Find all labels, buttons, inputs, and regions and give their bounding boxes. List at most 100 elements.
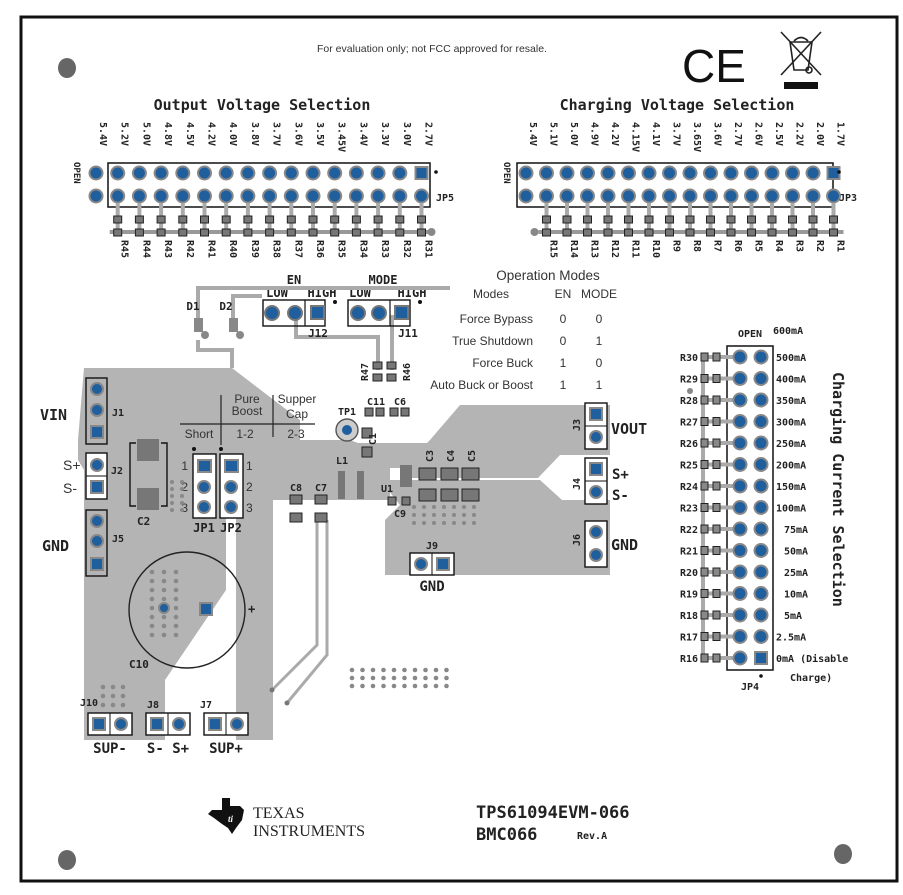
header-pin[interactable] (131, 165, 147, 181)
header-pin[interactable] (600, 165, 616, 181)
j9-pin[interactable] (436, 557, 450, 571)
header-pin[interactable] (703, 165, 718, 181)
j1-pin[interactable] (90, 403, 104, 417)
j3-pin[interactable] (589, 430, 603, 444)
header-pin[interactable] (641, 165, 657, 181)
j7-pin[interactable] (230, 717, 244, 731)
header-pin[interactable] (175, 165, 191, 181)
header-pin[interactable] (826, 188, 841, 204)
jp4-pin[interactable] (753, 629, 769, 644)
header-pin[interactable] (175, 188, 191, 204)
header-pin[interactable] (621, 165, 636, 181)
jp4-pin[interactable] (753, 349, 769, 365)
jp4-pin[interactable] (753, 392, 769, 408)
j9-pin[interactable] (414, 557, 428, 571)
jp4-pin[interactable] (732, 371, 748, 386)
header-pin[interactable] (197, 188, 212, 204)
j12-pin[interactable] (310, 305, 325, 320)
jp4-pin[interactable] (753, 414, 769, 429)
j10-pin[interactable] (114, 717, 128, 731)
j7-pin[interactable] (208, 717, 222, 731)
header-pin[interactable] (662, 188, 677, 204)
jp4-pin[interactable] (732, 650, 748, 666)
header-pin[interactable] (305, 188, 321, 204)
header-pin[interactable] (559, 188, 575, 204)
header-pin[interactable] (518, 188, 534, 204)
j1-pin[interactable] (90, 425, 104, 439)
jp4-pin[interactable] (732, 392, 748, 408)
header-pin[interactable] (785, 188, 800, 204)
jp4-pin[interactable] (732, 607, 748, 623)
header-pin[interactable] (327, 188, 343, 204)
jp4-pin[interactable] (732, 457, 748, 472)
j1-pin[interactable] (90, 382, 104, 396)
header-pin[interactable] (559, 165, 575, 181)
j2-pin[interactable] (90, 480, 104, 494)
header-pin[interactable] (580, 165, 595, 181)
j6-pin[interactable] (589, 548, 603, 562)
j11-pin[interactable] (394, 305, 409, 320)
header-pin[interactable] (131, 188, 147, 204)
header-pin[interactable] (88, 188, 104, 204)
header-pin[interactable] (518, 165, 534, 181)
jp4-pin[interactable] (732, 521, 748, 537)
header-pin[interactable] (370, 188, 386, 204)
header-pin[interactable] (218, 165, 234, 181)
header-pin[interactable] (348, 188, 364, 204)
header-pin[interactable] (764, 165, 780, 181)
j10-pin[interactable] (92, 717, 106, 731)
j12-pin[interactable] (264, 305, 280, 321)
j5-pin[interactable] (90, 557, 104, 571)
jp4-pin[interactable] (732, 543, 748, 558)
jp4-pin[interactable] (753, 564, 769, 580)
j11-pin[interactable] (371, 305, 387, 321)
jp1-pin[interactable] (197, 500, 211, 514)
header-pin[interactable] (723, 188, 739, 204)
jp4-pin[interactable] (732, 435, 748, 451)
header-pin[interactable] (539, 165, 554, 181)
j11-pin[interactable] (350, 305, 366, 321)
header-pin[interactable] (539, 188, 554, 204)
j4-pin[interactable] (589, 485, 603, 499)
jp4-pin[interactable] (732, 629, 748, 644)
header-pin[interactable] (703, 188, 718, 204)
jp4-pin[interactable] (753, 371, 769, 386)
header-pin[interactable] (370, 165, 386, 181)
header-pin[interactable] (240, 188, 256, 204)
j8-pin[interactable] (150, 717, 164, 731)
jp4-pin[interactable] (754, 651, 768, 665)
header-pin[interactable] (662, 165, 677, 181)
jp4-pin[interactable] (753, 478, 769, 494)
jp1-pin[interactable] (197, 480, 211, 494)
header-pin[interactable] (348, 165, 364, 181)
header-pin[interactable] (600, 188, 616, 204)
j12-pin[interactable] (287, 305, 303, 321)
jp4-pin[interactable] (732, 478, 748, 494)
header-pin[interactable] (641, 188, 657, 204)
header-pin[interactable] (262, 188, 278, 204)
header-pin[interactable] (805, 188, 821, 204)
header-pin[interactable] (392, 188, 408, 204)
jp4-pin[interactable] (753, 500, 769, 515)
j8-pin[interactable] (172, 717, 186, 731)
jp1-pin[interactable] (197, 459, 212, 473)
header-pin[interactable] (283, 165, 299, 181)
header-pin[interactable] (392, 165, 408, 181)
jp4-pin[interactable] (753, 521, 769, 537)
header-pin[interactable] (682, 165, 698, 181)
header-pin[interactable] (305, 165, 321, 181)
header-pin[interactable] (262, 165, 278, 181)
header-pin[interactable] (110, 188, 126, 204)
header-pin[interactable] (88, 165, 104, 181)
header-pin[interactable] (153, 165, 169, 181)
header-pin[interactable] (327, 165, 343, 181)
jp2-pin[interactable] (224, 500, 238, 514)
header-pin[interactable] (580, 188, 595, 204)
jp4-pin[interactable] (732, 586, 748, 601)
jp4-pin[interactable] (732, 564, 748, 580)
header-pin[interactable] (744, 165, 759, 181)
header-pin[interactable] (785, 165, 800, 181)
header-pin[interactable] (240, 165, 256, 181)
header-pin[interactable] (805, 165, 821, 181)
jp4-pin[interactable] (753, 543, 769, 558)
